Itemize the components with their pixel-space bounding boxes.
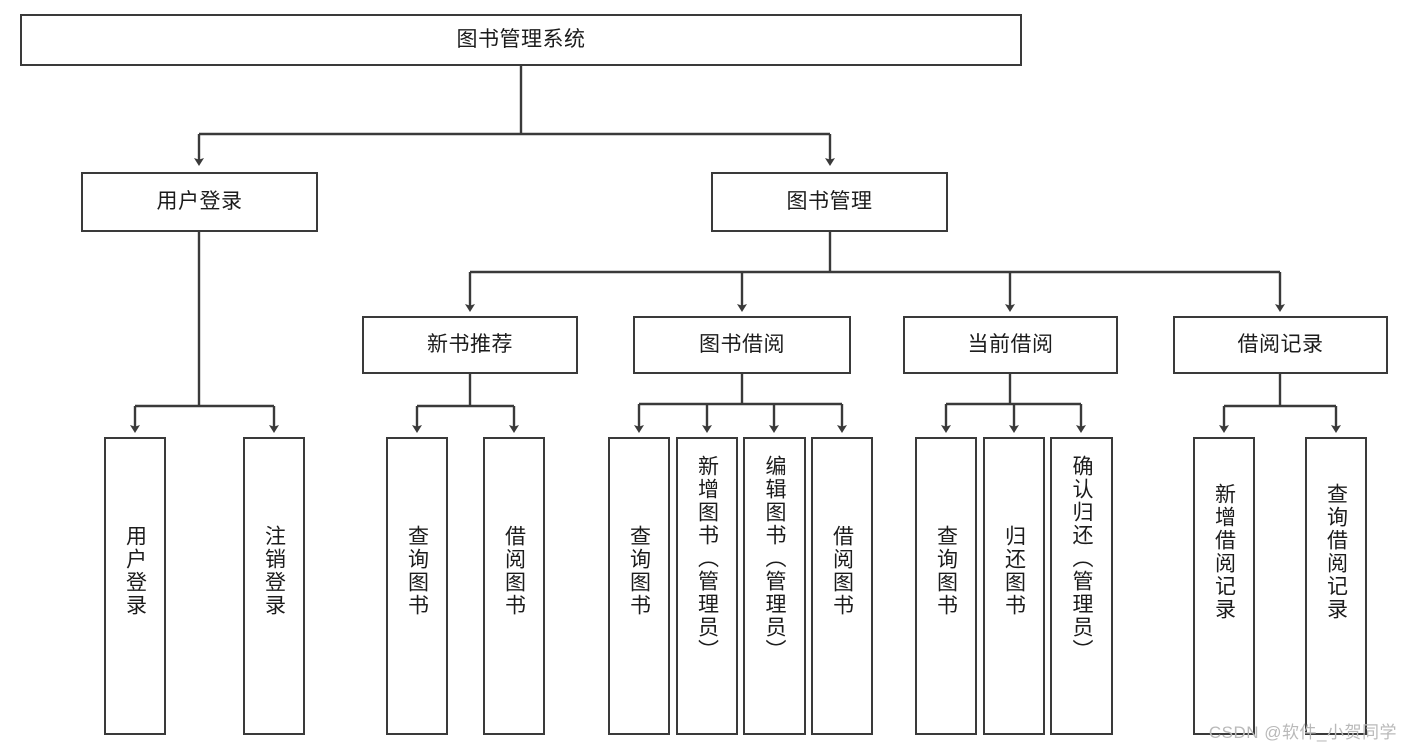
node-leaf-user-login-label: 用户登录 xyxy=(123,525,147,617)
node-root-label: 图书管理系统 xyxy=(456,27,586,51)
node-root[interactable]: 图书管理系统 xyxy=(20,14,1022,66)
csdn-watermark: CSDN @软件_小贺同学 xyxy=(1208,723,1397,742)
node-current-borrow[interactable]: 当前借阅 xyxy=(903,316,1118,374)
node-leaf-user-login[interactable]: 用户登录 xyxy=(104,437,166,735)
node-leaf-edit-book[interactable]: 编辑图书（管理员） xyxy=(743,437,806,735)
node-user-login-label: 用户登录 xyxy=(156,189,243,213)
node-leaf-borrow-book-1-label: 借阅图书 xyxy=(502,525,526,617)
node-leaf-logout[interactable]: 注销登录 xyxy=(243,437,305,735)
node-borrow-record-label: 借阅记录 xyxy=(1237,332,1324,356)
node-leaf-query-record-label: 查询借阅记录 xyxy=(1324,483,1348,621)
node-leaf-query-book-2[interactable]: 查询图书 xyxy=(608,437,670,735)
node-leaf-borrow-book-2-label: 借阅图书 xyxy=(830,525,854,617)
node-book-manage-label: 图书管理 xyxy=(786,189,873,213)
node-leaf-confirm-return-label: 确认归还（管理员） xyxy=(1070,455,1093,662)
node-leaf-add-book-label: 新增图书（管理员） xyxy=(695,455,719,662)
node-leaf-confirm-return[interactable]: 确认归还（管理员） xyxy=(1050,437,1113,735)
node-book-manage[interactable]: 图书管理 xyxy=(711,172,948,232)
node-leaf-query-record[interactable]: 查询借阅记录 xyxy=(1305,437,1367,735)
node-leaf-borrow-book-2[interactable]: 借阅图书 xyxy=(811,437,873,735)
node-leaf-query-book-3-label: 查询图书 xyxy=(934,525,958,617)
node-leaf-add-record[interactable]: 新增借阅记录 xyxy=(1193,437,1255,735)
node-leaf-logout-label: 注销登录 xyxy=(262,525,286,617)
node-leaf-query-book-3[interactable]: 查询图书 xyxy=(915,437,977,735)
node-user-login[interactable]: 用户登录 xyxy=(81,172,318,232)
node-leaf-borrow-book-1[interactable]: 借阅图书 xyxy=(483,437,545,735)
node-leaf-return-book[interactable]: 归还图书 xyxy=(983,437,1045,735)
node-leaf-edit-book-label: 编辑图书（管理员） xyxy=(763,455,786,662)
node-leaf-query-book-1[interactable]: 查询图书 xyxy=(386,437,448,735)
node-leaf-add-book[interactable]: 新增图书（管理员） xyxy=(676,437,738,735)
node-leaf-add-record-label: 新增借阅记录 xyxy=(1212,483,1236,621)
node-book-borrow-label: 图书借阅 xyxy=(699,332,785,356)
node-borrow-record[interactable]: 借阅记录 xyxy=(1173,316,1388,374)
node-book-borrow[interactable]: 图书借阅 xyxy=(633,316,851,374)
node-leaf-query-book-2-label: 查询图书 xyxy=(627,525,651,617)
node-new-book-recommend-label: 新书推荐 xyxy=(427,332,513,356)
node-new-book-recommend[interactable]: 新书推荐 xyxy=(362,316,578,374)
node-leaf-query-book-1-label: 查询图书 xyxy=(405,525,429,617)
node-current-borrow-label: 当前借阅 xyxy=(967,332,1054,356)
node-leaf-return-book-label: 归还图书 xyxy=(1002,525,1026,617)
